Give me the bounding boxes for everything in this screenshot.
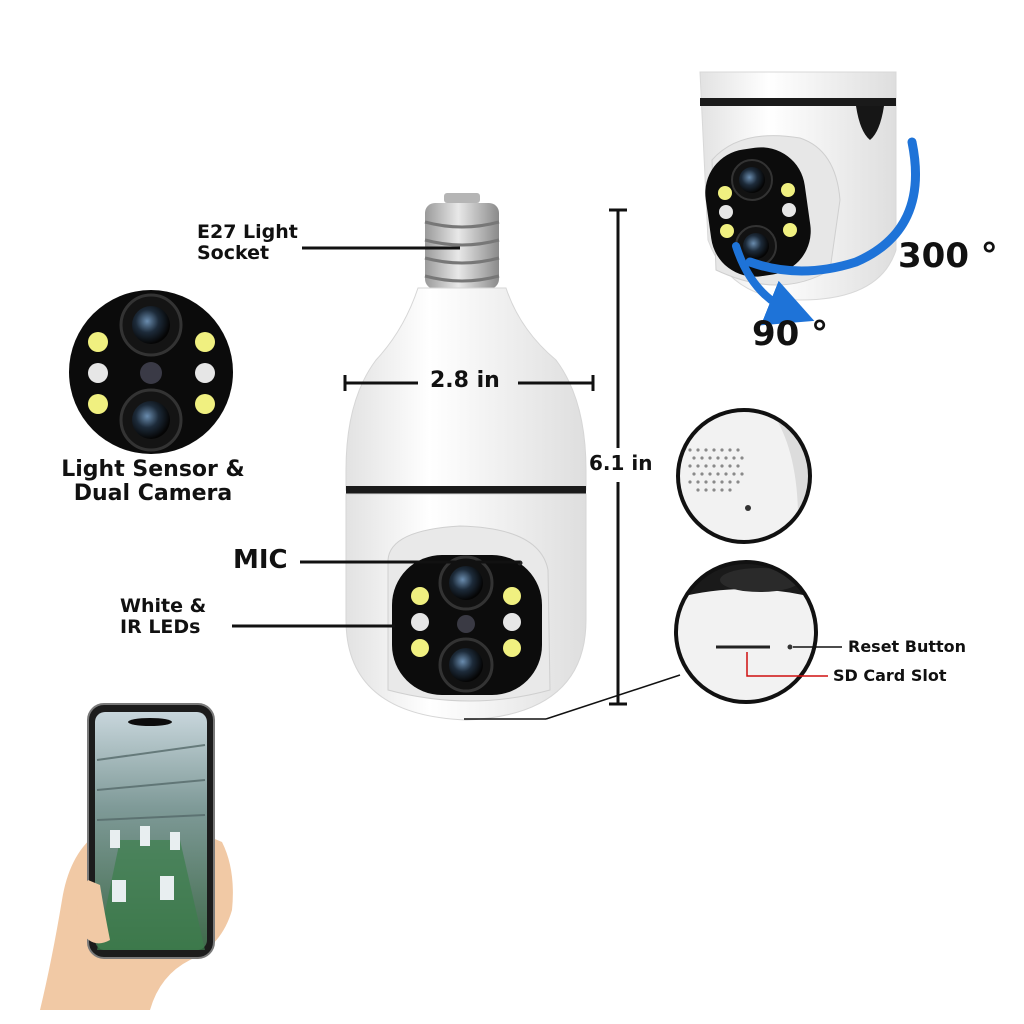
reset-button-label: Reset Button: [848, 637, 967, 656]
led-icon: [88, 332, 215, 414]
body-seam: [346, 486, 586, 494]
width-dimension-label: 2.8 in: [430, 368, 500, 393]
light-sensor-label: Light Sensor & Dual Camera: [40, 458, 266, 506]
dual-camera-closeup: [69, 290, 233, 454]
callout-lines: [232, 208, 627, 706]
horizontal-rotation-label: 300 °: [898, 236, 998, 276]
speaker-grille-icon: [688, 448, 744, 492]
leds-label-line-2: IR LEDs: [120, 615, 201, 638]
socket-label-line-2: Socket: [197, 241, 270, 264]
lens-icon: [449, 566, 483, 600]
mic-hole-icon: [745, 505, 751, 511]
vertical-rotation-arrow-icon: [732, 242, 815, 326]
speaker-closeup: [676, 408, 812, 544]
lens-icon: [132, 306, 170, 344]
socket-label: E27 Light Socket: [197, 222, 298, 263]
e27-socket-icon: [424, 193, 500, 289]
light-sensor-label-line-2: Dual Camera: [73, 480, 233, 506]
smartphone-in-hand: [40, 703, 233, 1010]
reset-button-icon[interactable]: [787, 644, 793, 650]
reset-sd-closeup: [674, 560, 818, 704]
socket-label-line-1: E27 Light: [197, 221, 298, 243]
led-icon: [411, 587, 521, 657]
horizontal-rotation-arrow-icon: [745, 137, 920, 276]
light-sensor-icon: [140, 362, 162, 384]
lens-icon: [739, 167, 765, 193]
front-camera-module: [392, 555, 542, 695]
lens-icon: [743, 233, 769, 259]
sd-card-slot-label: SD Card Slot: [833, 666, 947, 685]
lens-icon: [132, 401, 170, 439]
mic-label: MIC: [233, 545, 288, 575]
bulb-camera: [345, 193, 587, 721]
vertical-rotation-label: 90 °: [752, 314, 829, 354]
leds-label: White & IR LEDs: [120, 596, 206, 637]
leds-label-line-1: White &: [120, 595, 207, 617]
light-sensor-icon: [457, 615, 475, 633]
rotation-camera: [699, 71, 920, 326]
light-sensor-label-line-1: Light Sensor &: [61, 457, 245, 482]
lens-icon: [449, 648, 483, 682]
led-icon: [718, 183, 797, 238]
height-dimension-label: 6.1 in: [589, 451, 653, 475]
